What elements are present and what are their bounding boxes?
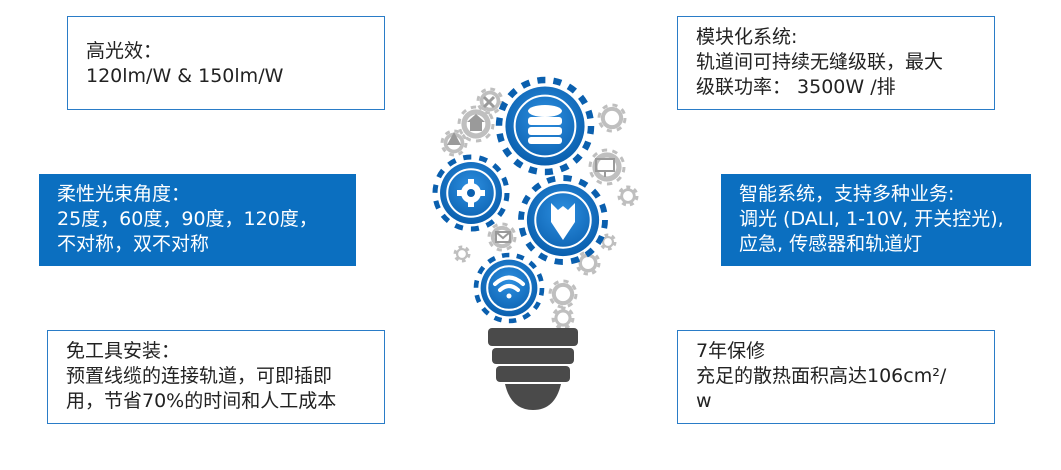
- callout-title: 高光效：: [86, 40, 163, 62]
- small-gear: [453, 245, 471, 263]
- wrench-icon: [482, 95, 496, 109]
- callout-text: 应急, 传感器和轨道灯: [739, 233, 923, 255]
- callout-text: 轨道间可持续无缝级联，最大: [696, 51, 944, 73]
- callout-text: 用，节省70%的时间和人工成本: [66, 390, 337, 412]
- callout-smart-system: 智能系统，支持多种业务: 调光 (DALI, 1-10V, 开关控光), 应急,…: [721, 174, 1031, 266]
- bulb-illustration: [432, 76, 639, 410]
- small-gear: [551, 306, 575, 330]
- small-gear: [599, 233, 617, 251]
- callout-title: 免工具安装：: [66, 340, 181, 362]
- shield-icon: [551, 203, 575, 240]
- big-gear: [495, 76, 595, 176]
- callout-warranty: 7年保修 充足的散热面积高达106cm²/ w: [677, 330, 995, 424]
- small-gear: [617, 185, 639, 207]
- callout-text: 25度，60度，90度，120度，: [57, 208, 318, 230]
- home-icon: [467, 114, 485, 131]
- callout-modular-system: 模块化系统: 轨道间可持续无缝级联，最大 级联功率： 3500W /排: [677, 16, 995, 110]
- callout-text: 120lm/W & 150lm/W: [86, 65, 284, 87]
- callout-text: 不对称，双不对称: [57, 233, 210, 255]
- callout-title: 智能系统，支持多种业务:: [739, 183, 955, 205]
- presentation-icon: [595, 158, 615, 177]
- bulb-base: [488, 328, 578, 410]
- gear-icon: [457, 179, 485, 207]
- callout-text: w: [696, 390, 712, 412]
- warning-icon: [447, 132, 461, 145]
- callout-text: 预置线缆的连接轨道，可即插即: [66, 365, 333, 387]
- callout-text: 充足的散热面积高达106cm²/: [696, 365, 947, 387]
- mail-icon: [495, 231, 511, 243]
- small-gear: [575, 250, 601, 276]
- callout-beam-angle: 柔性光束角度： 25度，60度，90度，120度， 不对称，双不对称: [39, 174, 356, 266]
- small-gear: [548, 279, 578, 309]
- callout-high-efficacy: 高光效： 120lm/W & 150lm/W: [67, 16, 385, 110]
- small-gear: [597, 103, 627, 133]
- callout-title: 7年保修: [696, 340, 766, 362]
- callout-title: 柔性光束角度：: [57, 183, 191, 205]
- database-icon: [528, 105, 562, 144]
- wifi-icon: [493, 275, 525, 299]
- callout-title: 模块化系统:: [696, 26, 798, 48]
- callout-tool-free-install: 免工具安装： 预置线缆的连接轨道，可即插即 用，节省70%的时间和人工成本: [47, 330, 385, 424]
- callout-text: 级联功率： 3500W /排: [696, 76, 896, 98]
- callout-text: 调光 (DALI, 1-10V, 开关控光),: [739, 208, 1004, 230]
